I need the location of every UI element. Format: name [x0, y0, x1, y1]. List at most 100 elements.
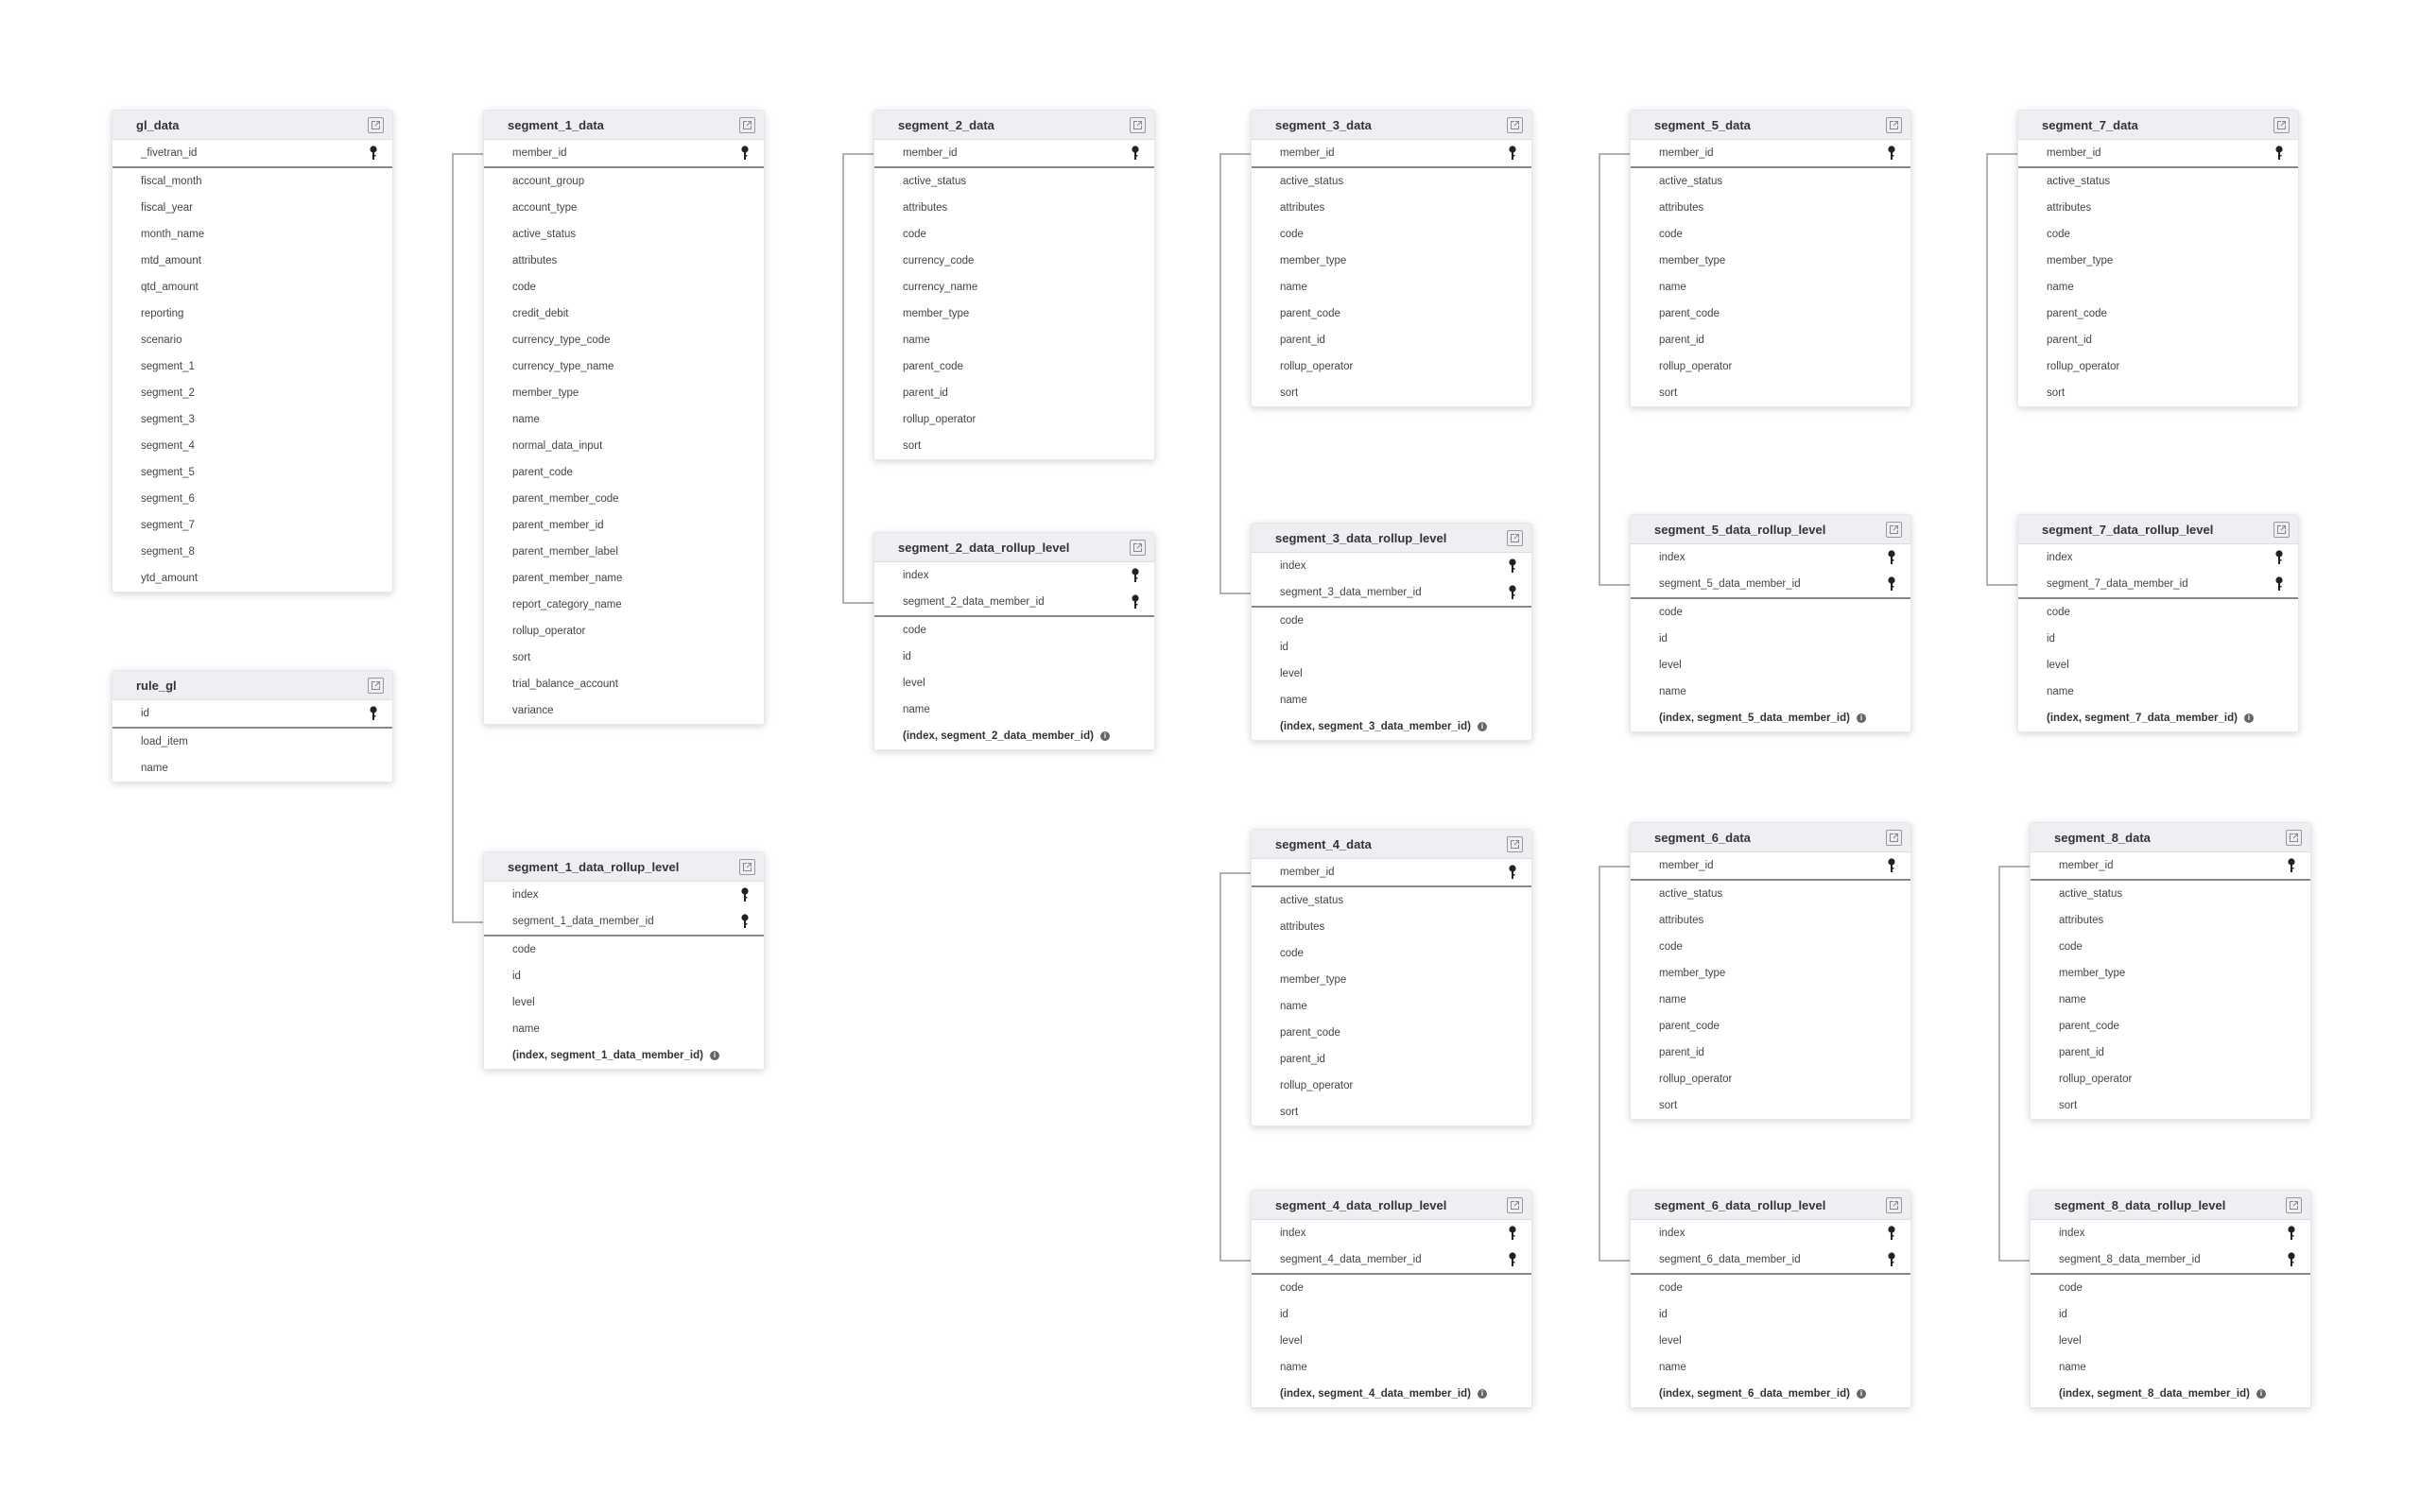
column-row[interactable]: sort: [874, 433, 1154, 459]
column-row[interactable]: name: [2031, 987, 2310, 1013]
column-row[interactable]: parent_id: [1631, 1040, 1910, 1066]
column-row[interactable]: parent_code: [1631, 301, 1910, 327]
column-row[interactable]: id: [1252, 634, 1531, 661]
column-row[interactable]: name: [2018, 274, 2298, 301]
column-row[interactable]: report_category_name: [484, 592, 764, 618]
column-row[interactable]: id: [2018, 626, 2298, 652]
column-row[interactable]: active_status: [1631, 881, 1910, 907]
column-row[interactable]: segment_3: [112, 406, 392, 433]
column-row[interactable]: id: [484, 963, 764, 989]
column-row[interactable]: scenario: [112, 327, 392, 353]
composite-index-row[interactable]: (index, segment_3_data_member_id)i: [1252, 713, 1531, 740]
column-row[interactable]: name: [1631, 679, 1910, 705]
column-row[interactable]: code: [1252, 608, 1531, 634]
primary-key-row[interactable]: segment_6_data_member_id: [1631, 1246, 1910, 1275]
column-row[interactable]: name: [1252, 274, 1531, 301]
column-row[interactable]: segment_5: [112, 459, 392, 486]
column-row[interactable]: rollup_operator: [2031, 1066, 2310, 1092]
column-row[interactable]: parent_id: [2031, 1040, 2310, 1066]
column-row[interactable]: parent_id: [1631, 327, 1910, 353]
column-row[interactable]: parent_id: [874, 380, 1154, 406]
column-row[interactable]: sort: [1631, 1092, 1910, 1119]
column-row[interactable]: code: [1631, 221, 1910, 248]
column-row[interactable]: active_status: [1252, 168, 1531, 195]
column-row[interactable]: name: [874, 696, 1154, 723]
column-row[interactable]: code: [1252, 1275, 1531, 1301]
column-row[interactable]: code: [2018, 599, 2298, 626]
column-row[interactable]: currency_name: [874, 274, 1154, 301]
column-row[interactable]: attributes: [484, 248, 764, 274]
column-row[interactable]: parent_code: [1252, 301, 1531, 327]
column-row[interactable]: code: [484, 274, 764, 301]
column-row[interactable]: id: [2031, 1301, 2310, 1328]
primary-key-row[interactable]: member_id: [874, 140, 1154, 168]
primary-key-row[interactable]: segment_5_data_member_id: [1631, 571, 1910, 599]
column-row[interactable]: id: [1252, 1301, 1531, 1328]
column-row[interactable]: name: [1252, 993, 1531, 1020]
column-row[interactable]: level: [2018, 652, 2298, 679]
primary-key-row[interactable]: segment_1_data_member_id: [484, 908, 764, 936]
composite-index-row[interactable]: (index, segment_2_data_member_id)i: [874, 723, 1154, 749]
column-row[interactable]: level: [2031, 1328, 2310, 1354]
column-row[interactable]: attributes: [2031, 907, 2310, 934]
column-row[interactable]: member_type: [484, 380, 764, 406]
composite-index-row[interactable]: (index, segment_5_data_member_id)i: [1631, 705, 1910, 731]
column-row[interactable]: attributes: [2018, 195, 2298, 221]
column-row[interactable]: variance: [484, 697, 764, 724]
info-icon[interactable]: i: [709, 1051, 719, 1060]
column-row[interactable]: level: [1252, 1328, 1531, 1354]
column-row[interactable]: code: [2031, 934, 2310, 960]
primary-key-row[interactable]: index: [2031, 1220, 2310, 1246]
primary-key-row[interactable]: member_id: [1631, 140, 1910, 168]
column-row[interactable]: rollup_operator: [2018, 353, 2298, 380]
column-row[interactable]: month_name: [112, 221, 392, 248]
info-icon[interactable]: i: [1856, 713, 1866, 723]
column-row[interactable]: member_type: [1631, 960, 1910, 987]
column-row[interactable]: reporting: [112, 301, 392, 327]
column-row[interactable]: name: [112, 755, 392, 782]
column-row[interactable]: currency_type_name: [484, 353, 764, 380]
column-row[interactable]: currency_code: [874, 248, 1154, 274]
column-row[interactable]: account_group: [484, 168, 764, 195]
column-row[interactable]: parent_id: [1252, 327, 1531, 353]
open-table-button[interactable]: [1886, 116, 1902, 133]
column-row[interactable]: active_status: [874, 168, 1154, 195]
column-row[interactable]: rollup_operator: [1252, 1073, 1531, 1099]
column-row[interactable]: trial_balance_account: [484, 671, 764, 697]
primary-key-row[interactable]: index: [2018, 544, 2298, 571]
primary-key-row[interactable]: id: [112, 700, 392, 729]
column-row[interactable]: fiscal_month: [112, 168, 392, 195]
column-row[interactable]: id: [1631, 626, 1910, 652]
column-row[interactable]: qtd_amount: [112, 274, 392, 301]
column-row[interactable]: code: [874, 221, 1154, 248]
open-table-button[interactable]: [2273, 521, 2290, 538]
column-row[interactable]: normal_data_input: [484, 433, 764, 459]
column-row[interactable]: ytd_amount: [112, 565, 392, 592]
column-row[interactable]: name: [2018, 679, 2298, 705]
open-table-button[interactable]: [368, 677, 384, 694]
column-row[interactable]: parent_member_id: [484, 512, 764, 539]
column-row[interactable]: parent_id: [2018, 327, 2298, 353]
info-icon[interactable]: i: [1856, 1389, 1866, 1399]
composite-index-row[interactable]: (index, segment_8_data_member_id)i: [2031, 1381, 2310, 1407]
column-row[interactable]: segment_8: [112, 539, 392, 565]
info-icon[interactable]: i: [2256, 1389, 2266, 1399]
open-table-button[interactable]: [739, 116, 755, 133]
open-table-button[interactable]: [368, 116, 384, 133]
column-row[interactable]: name: [1252, 687, 1531, 713]
column-row[interactable]: level: [484, 989, 764, 1016]
column-row[interactable]: name: [874, 327, 1154, 353]
